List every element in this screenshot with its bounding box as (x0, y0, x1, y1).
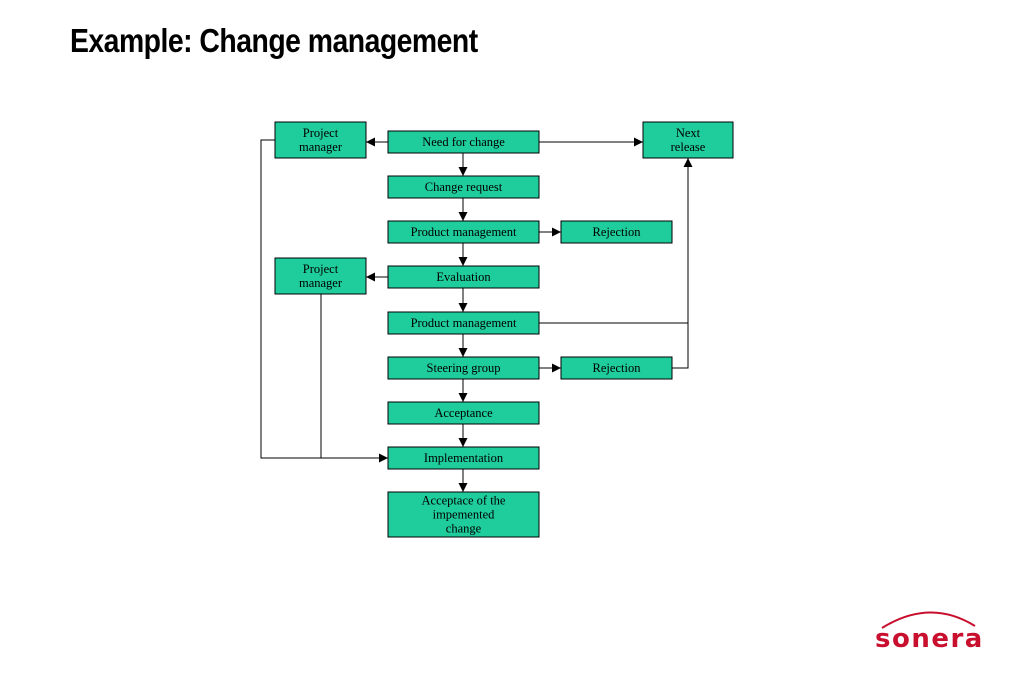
node-label: Product management (411, 316, 517, 330)
connectors (260, 137, 693, 492)
node-label: release (671, 140, 706, 154)
node-implementation: Implementation (387, 446, 540, 470)
node-change-request: Change request (387, 175, 540, 199)
node-label: Acceptace of the (422, 494, 506, 508)
arrow-pm-top-to-implementation (260, 139, 388, 463)
node-label: Implementation (424, 451, 504, 465)
node-product-management-2: Product management (387, 311, 540, 335)
page-title: Example: Change management (70, 22, 478, 59)
node-label: Project (303, 126, 339, 140)
node-label: Need for change (422, 135, 505, 149)
node-steering-group: Steering group (387, 356, 540, 380)
node-label: Steering group (427, 361, 501, 375)
arrow-rejection-to-next-release (672, 158, 693, 369)
sonera-logo: sonera (875, 624, 984, 654)
node-rejection-1: Rejection (560, 220, 673, 244)
node-label: Change request (425, 180, 503, 194)
node-label: impemented (433, 508, 496, 522)
node-label: manager (299, 276, 343, 290)
node-label: Evaluation (436, 270, 491, 284)
node-label: Next (676, 126, 701, 140)
node-acceptance: Acceptance (387, 401, 540, 425)
node-label: manager (299, 140, 343, 154)
node-evaluation: Evaluation (387, 265, 540, 289)
node-label: change (446, 522, 482, 536)
node-need-for-change: Need for change (387, 130, 540, 154)
node-product-management-1: Product management (387, 220, 540, 244)
node-label: Product management (411, 225, 517, 239)
node-label: Project (303, 262, 339, 276)
node-label: Rejection (593, 361, 642, 375)
node-rejection-2: Rejection (560, 356, 673, 380)
node-label: Rejection (593, 225, 642, 239)
node-label: Acceptance (434, 406, 493, 420)
